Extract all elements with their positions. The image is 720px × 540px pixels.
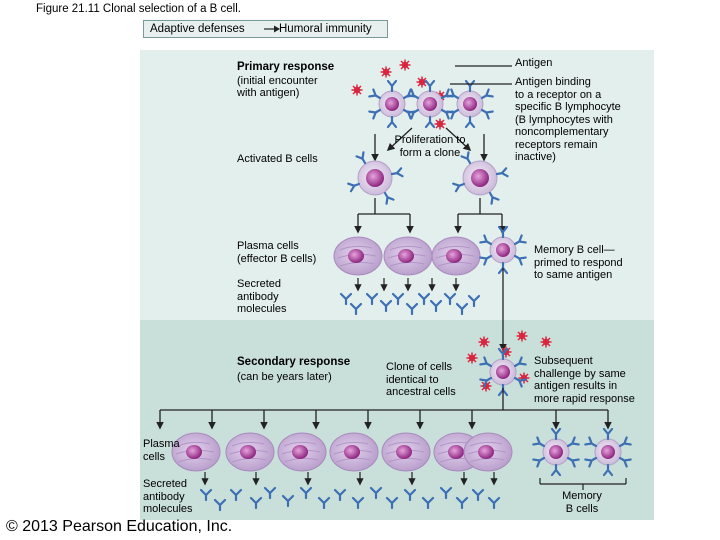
memory-line-3: to same antigen — [534, 269, 613, 281]
activated-b-cells-label: Activated B cells — [237, 153, 318, 165]
secondary-secreted-line-1: Secreted — [143, 478, 188, 490]
secondary-response-panel — [140, 320, 654, 520]
plasma-line-2: (effector B cells) — [237, 252, 317, 265]
plasma-cell-2 — [383, 236, 433, 276]
copyright-notice: © 2013 Pearson Education, Inc. — [6, 518, 233, 535]
secreted-antibodies-primary — [339, 292, 481, 316]
secreted-antibodies-secondary — [199, 486, 501, 512]
activated-b-cell-2 — [453, 152, 507, 203]
memory-b-cell-secondary-2 — [585, 429, 630, 475]
b-cell-specific — [407, 81, 452, 127]
binding-line-2: to a receptor on a — [515, 88, 602, 101]
memory-bracket — [539, 478, 627, 490]
secondary-secreted-label: Secreted antibody molecules — [143, 478, 193, 516]
breadcrumb-adaptive-defenses: Adaptive defenses — [143, 20, 263, 38]
clone-line-3: ancestral cells — [386, 386, 456, 398]
binding-line-4: (B lymphocytes with — [515, 113, 613, 126]
secreted-antibody-label: Secreted antibody molecules — [237, 278, 287, 316]
memory-cells-line-1: Memory — [562, 490, 602, 502]
primary-response-heading: Primary response — [237, 61, 335, 73]
secondary-response-heading: Secondary response — [237, 356, 351, 368]
memory-b-cell-secondary-1 — [533, 429, 578, 475]
secreted-line-1: Secreted — [237, 278, 282, 290]
secondary-secreted-line-3: molecules — [143, 503, 193, 515]
clone-label: Clone of cells identical to ancestral ce… — [386, 361, 456, 399]
proliferation-line-1: Proliferation to — [394, 134, 466, 146]
clone-line-1: Clone of cells — [386, 361, 453, 373]
memory-cells-line-2: B cells — [565, 502, 599, 515]
binding-line-3: specific B lymphocyte — [515, 101, 621, 113]
challenge-line-4: more rapid response — [534, 392, 635, 405]
binding-line-5: noncomplementary — [515, 126, 609, 138]
clone-line-2: identical to — [386, 373, 439, 386]
subsequent-challenge-note: Subsequent challenge by same antigen res… — [534, 355, 635, 405]
plasma-cells-label: Plasma cells (effector B cells) — [237, 240, 316, 265]
secondary-secreted-line-2: antibody — [143, 490, 185, 503]
secreted-line-3: molecules — [237, 303, 287, 315]
plasma-cell-3 — [431, 236, 481, 276]
antigen-label: Antigen — [515, 57, 553, 69]
naive-b-cells — [369, 81, 492, 127]
primary-response-sub-1: (initial encounter — [237, 75, 318, 87]
memory-line-2: primed to respond — [534, 256, 623, 269]
figure-title: Figure 21.11 Clonal selection of a B cel… — [36, 3, 241, 15]
binding-line-1: Antigen binding — [515, 76, 591, 88]
proliferation-label: Proliferation to form a clone — [384, 134, 476, 159]
primary-response-sub-2: with antigen) — [237, 87, 300, 99]
challenge-line-2: challenge by same — [534, 367, 626, 380]
b-cell-noncomplementary-2 — [447, 81, 492, 127]
memory-b-cell-primary — [480, 227, 525, 273]
secondary-plasma-label: Plasma cells — [143, 438, 180, 463]
secreted-line-2: antibody — [237, 290, 279, 303]
memory-b-cells-label: Memory B cells — [555, 490, 609, 515]
binding-line-6: receptors remain — [515, 138, 598, 151]
breadcrumb-left-label: Adaptive defenses — [150, 23, 245, 35]
memory-b-cell-note: Memory B cell— primed to respond to same… — [534, 244, 623, 282]
memory-line-1: Memory B cell— — [534, 244, 615, 256]
b-cell-noncomplementary-1 — [369, 81, 414, 127]
breadcrumb-humoral-immunity: Humoral immunity — [261, 20, 388, 38]
activated-b-cell-1 — [348, 152, 402, 203]
breadcrumb-right-label: Humoral immunity — [279, 23, 372, 35]
antigen-binding-note: Antigen binding to a receptor on a speci… — [515, 76, 621, 164]
proliferation-line-2: form a clone — [399, 146, 461, 159]
breadcrumb-arrow-icon — [264, 25, 280, 33]
plasma-cell-1 — [333, 236, 383, 276]
secondary-plasma-cells — [171, 432, 513, 472]
challenge-line-3: antigen results in — [534, 380, 618, 392]
secondary-response-sub: (can be years later) — [237, 371, 332, 383]
secondary-plasma-line-1: Plasma — [143, 438, 180, 450]
binding-line-7: inactive) — [515, 151, 556, 163]
challenge-line-1: Subsequent — [534, 355, 593, 367]
plasma-line-1: Plasma cells — [237, 240, 299, 252]
secondary-plasma-line-2: cells — [143, 450, 166, 463]
